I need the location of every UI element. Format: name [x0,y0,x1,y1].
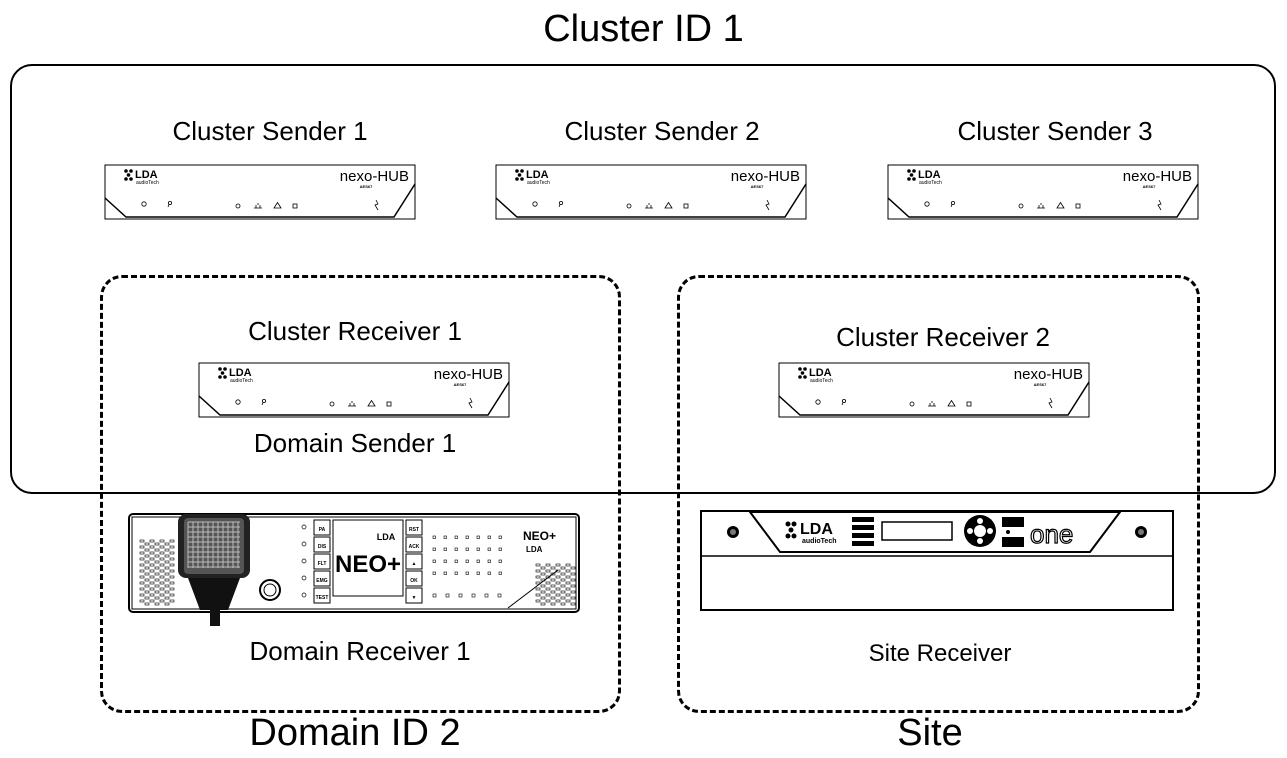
hub-brand-sub-text: audioTech [230,378,253,384]
hub-brand-sub-text: audioTech [810,378,833,384]
neo-model-text: NEO+ [335,551,401,578]
hub-brand-sub-text: audioTech [136,180,159,186]
cluster-sender-3-label: Cluster Sender 3 [957,116,1153,146]
cluster-sender-1-label: Cluster Sender 1 [172,116,368,146]
svg-text:PA: PA [319,527,326,533]
lda-logo-icon [907,169,916,181]
neo-plus-device: PA DIS FLT EMG TEST NEO+ LDA RST ACK ▲ OK ▼ NEO+… [128,513,580,626]
lda-logo-icon [124,169,133,181]
hub-brand-sub-text: audioTech [919,180,942,186]
lda-logo-icon [218,367,227,379]
neo-side-model-text: NEO+ [523,529,556,543]
svg-text:DIS: DIS [318,544,327,550]
microphone-icon [178,514,250,626]
one-model-text: one [1030,519,1073,549]
domain-sender-1-label: Domain Sender 1 [253,428,457,458]
one-brand-text: LDA [800,521,833,538]
site-receiver-label: Site Receiver [868,640,1012,667]
cluster-sender-2-label: Cluster Sender 2 [564,116,760,146]
svg-text:TEST: TEST [316,595,329,601]
svg-text:EMG: EMG [316,578,328,584]
site-boundary [677,275,1200,713]
site-title: Site [897,712,963,754]
neo-side-brand-text: LDA [526,545,543,554]
hub-indicator-icons [532,199,770,211]
hub-model-sub-text: AES67 [454,382,467,387]
neo-brand-text: LDA [377,532,396,542]
hub-brand-text: LDA [229,367,252,379]
svg-text:▲: ▲ [412,561,417,567]
hub-indicator-icons [924,199,1162,211]
neo-left-grille [139,539,175,606]
hub-brand-text: LDA [809,367,832,379]
one-brand-sub-text: audioTech [802,538,836,545]
hub-indicator-icons [815,397,1053,409]
lda-logo-icon [785,521,797,539]
hub-model-sub-text: AES67 [360,184,373,189]
hub-model-sub-text: AES67 [751,184,764,189]
hub-brand-text: LDA [135,169,158,181]
neo-right-grille [535,563,576,606]
neo-channel-leds [432,535,502,598]
domain-title: Domain ID 2 [249,712,461,754]
cluster-title: Cluster ID 1 [543,8,744,50]
svg-text:OK: OK [410,578,418,584]
hub-model-text: nexo-HUB [1014,366,1083,383]
cluster-boundary [10,64,1276,494]
lda-logo-icon [798,367,807,379]
hub-brand-sub-text: audioTech [527,180,550,186]
domain-boundary [100,275,621,713]
hub-indicator-icons [235,397,473,409]
neo-function-keys: PA DIS FLT EMG TEST [301,519,331,604]
one-device: LDA audioTech one [700,510,1174,611]
lda-logo-icon [515,169,524,181]
domain-receiver-1-label: Domain Receiver 1 [249,636,471,666]
svg-text:ACK: ACK [409,544,420,550]
hub-indicator-icons [141,199,379,211]
hub-model-sub-text: AES67 [1034,382,1047,387]
svg-text:FLT: FLT [318,561,327,567]
hub-model-text: nexo-HUB [731,168,800,185]
hub-model-text: nexo-HUB [1123,168,1192,185]
hub-model-text: nexo-HUB [340,168,409,185]
hub-model-sub-text: AES67 [1143,184,1156,189]
cluster-receiver-2-label: Cluster Receiver 2 [836,322,1050,352]
svg-text:RST: RST [409,527,419,533]
neo-nav-keys: RST ACK ▲ OK ▼ [405,519,423,604]
hub-brand-text: LDA [918,169,941,181]
hub-model-text: nexo-HUB [434,366,503,383]
svg-text:▼: ▼ [412,595,417,601]
hub-brand-text: LDA [526,169,549,181]
cluster-receiver-1-label: Cluster Receiver 1 [248,316,462,346]
